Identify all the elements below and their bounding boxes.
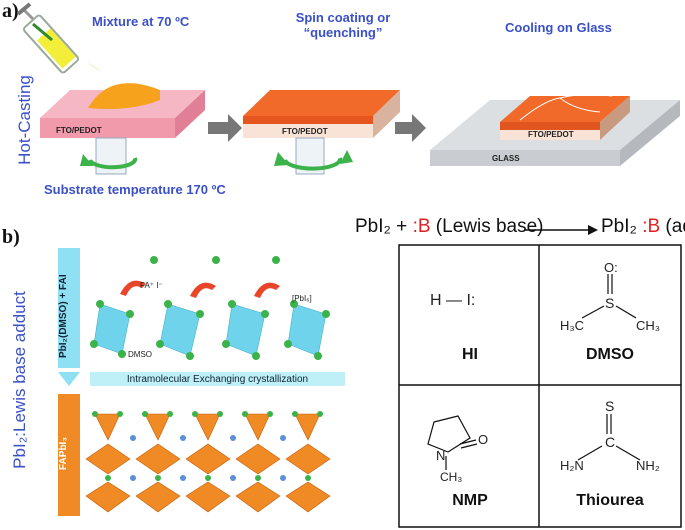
dmso-h3c: H₃C (560, 318, 585, 333)
step3-label: Cooling on Glass (505, 20, 612, 35)
panel-b-label: b) (2, 226, 20, 248)
product-bar: FAPbI₃ (58, 437, 69, 470)
hi-formula: H — I: (430, 292, 476, 309)
crystallization-illustration (58, 248, 345, 516)
hot-casting-diagram (16, 2, 680, 175)
substrate-1 (40, 83, 205, 175)
substrate-3 (430, 93, 680, 166)
thiourea-s: S (605, 398, 615, 414)
nmp-ch3: CH₃ (440, 470, 463, 484)
fa-label: FA⁺ I⁻ (140, 281, 163, 290)
reactant-bar: PbI₂(DMSO) + FAI (58, 274, 69, 358)
nmp-o: O (478, 432, 489, 447)
thiourea-nh2: NH₂ (636, 458, 660, 473)
step1-label: Mixture at 70 ºC (92, 14, 190, 29)
dmso-ch3: CH₃ (636, 318, 661, 333)
dmso-s: S (605, 295, 615, 311)
glass-label: GLASS (492, 154, 520, 163)
layer-label-2: FTO/PEDOT (282, 127, 328, 136)
layer-label-1: FTO/PEDOT (56, 126, 102, 135)
lewis-base-title: PbI₂:Lewis base adduct (10, 291, 29, 469)
substrate-temp-label: Substrate temperature 170 ºC (44, 182, 226, 197)
thiourea-c: C (605, 434, 616, 450)
reaction-arrow (524, 225, 598, 235)
dmso-label: DMSO (586, 346, 634, 363)
nmp-label: NMP (452, 492, 488, 509)
adduct-product: PbI₂ :B (adduct) (601, 216, 685, 237)
step2-label: Spin coating or “quenching” (295, 10, 391, 40)
layer-label-3: FTO/PEDOT (528, 130, 574, 139)
dmso-o: O: (604, 260, 618, 275)
thiourea-label: Thiourea (576, 492, 644, 509)
pbi-label: [PbI₆] (292, 294, 312, 303)
adduct-equation: PbI₂ + :B (Lewis base) (355, 216, 544, 237)
pipette-icon (16, 2, 102, 74)
lewis-base-grid (398, 244, 682, 528)
panel-a-label: a) (2, 0, 19, 22)
thiourea-h2n: H₂N (560, 458, 584, 473)
nmp-n: N (436, 448, 446, 463)
hi-label: HI (462, 346, 478, 363)
crystallization-label: Intramolecular Exchanging crystallizatio… (126, 374, 309, 385)
dmso-small-label: DMSO (128, 350, 152, 359)
